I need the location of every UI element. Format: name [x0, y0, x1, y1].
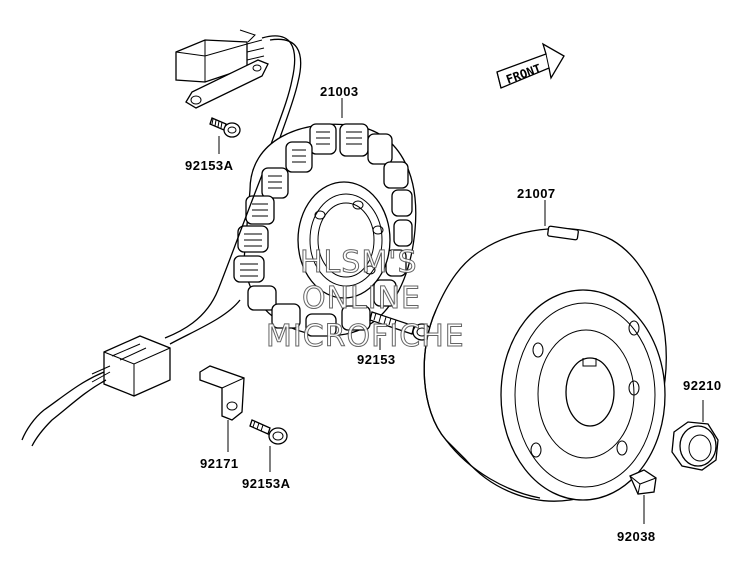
callout-92038: 92038 [617, 529, 656, 544]
flywheel-21007-icon [423, 200, 667, 502]
lower-harness [21, 174, 263, 447]
callout-92153a-top: 92153A [185, 158, 234, 173]
callout-21003: 21003 [320, 84, 359, 99]
nut-92210-icon [671, 400, 719, 471]
bolt-92153a-bottom-icon [249, 419, 288, 472]
callout-92153a-bottom: 92153A [242, 476, 291, 491]
watermark: HLSM'S ONLINE MICROFICHE [266, 245, 465, 355]
stator-21003-icon [233, 98, 417, 337]
callout-92153: 92153 [357, 352, 396, 367]
front-arrow-icon: FRONT [496, 42, 565, 89]
watermark-line-3: MICROFICHE [266, 319, 465, 354]
top-connector [175, 29, 302, 179]
callout-92171: 92171 [200, 456, 239, 471]
key-92038-icon [629, 469, 657, 524]
callout-92210: 92210 [683, 378, 722, 393]
watermark-line-1: HLSM'S [300, 245, 418, 280]
bolt-92153-icon [369, 311, 432, 350]
callout-21007: 21007 [517, 186, 556, 201]
watermark-line-2: ONLINE [302, 281, 421, 316]
bracket-92171-icon [199, 365, 245, 452]
bolt-92153a-top-icon [209, 117, 241, 154]
